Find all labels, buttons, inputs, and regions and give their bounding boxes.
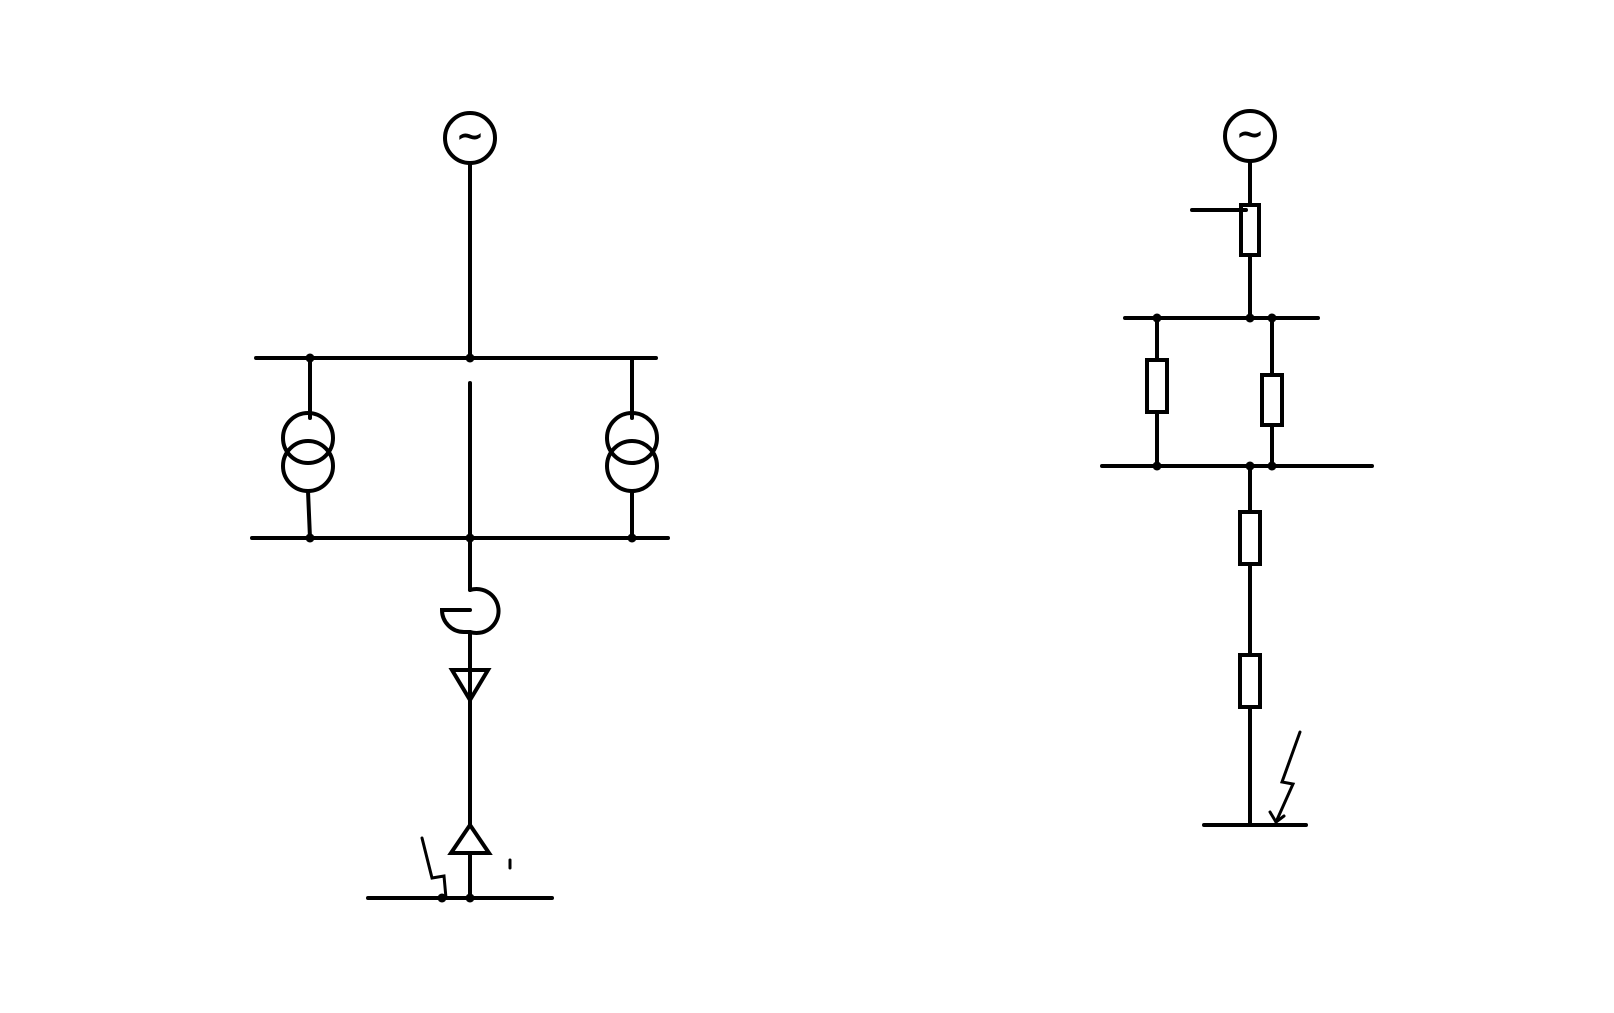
generator-symbol: ~ [1236, 114, 1265, 154]
equivalent-circuit-diagram: ~ [1100, 109, 1374, 827]
transformer-left-lower-lead [306, 489, 312, 540]
impedance-icon [1238, 653, 1262, 709]
transformer-icon [281, 411, 335, 493]
reactor-icon [439, 587, 501, 635]
impedance-icon [1238, 510, 1262, 566]
impedance-icon [1239, 203, 1261, 257]
generator-symbol: ~ [456, 116, 485, 156]
fault-arrow-icon [1268, 730, 1302, 824]
generator-icon: ~ [443, 111, 497, 165]
transformer-icon [605, 411, 659, 493]
cable-termination-icon [447, 821, 493, 855]
generator-icon: ~ [1223, 109, 1277, 163]
single-line-diagram: ~ [250, 111, 670, 903]
junction-dots [1152, 313, 1277, 471]
cable-termination-icon [448, 668, 492, 704]
impedance-icon [1145, 358, 1169, 414]
junction-dots [305, 353, 637, 903]
fault-arrow-icon [420, 836, 448, 900]
impedance-icon [1260, 373, 1284, 427]
